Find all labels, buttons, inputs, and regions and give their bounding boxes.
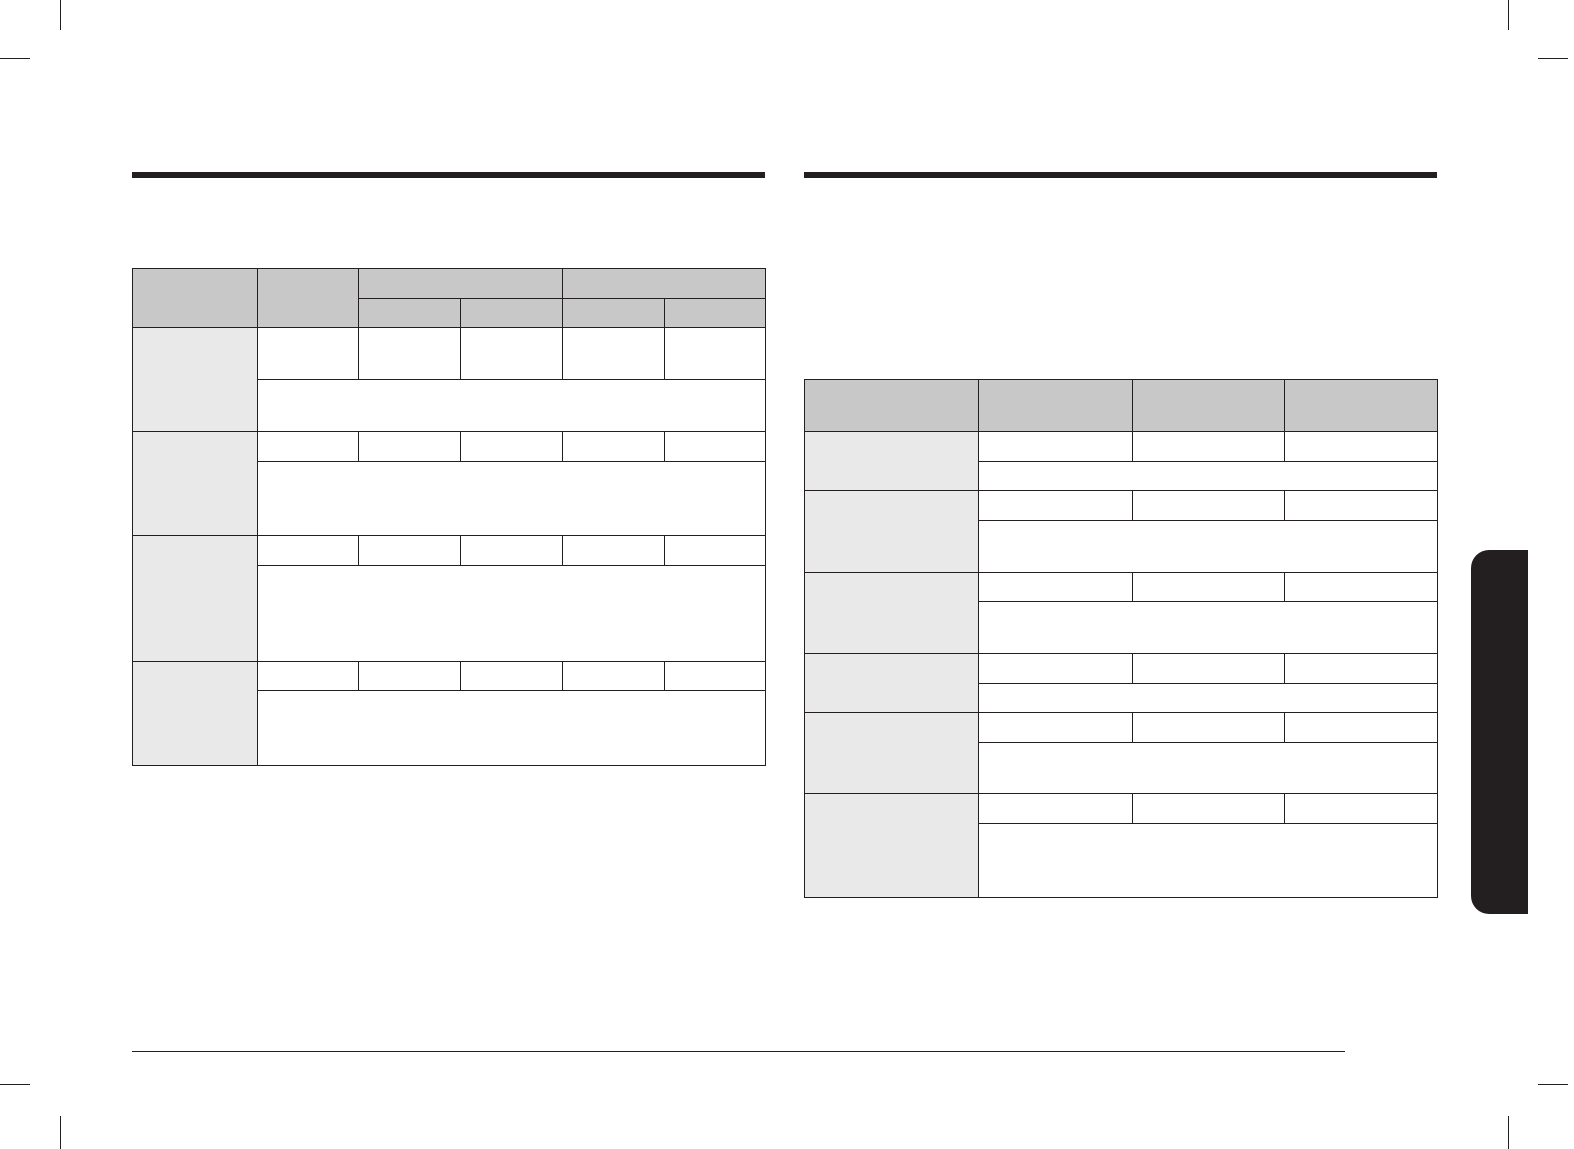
- left-header-col1: [257, 268, 359, 328]
- right-header-col2: [1132, 379, 1285, 432]
- left-spec-table: [132, 268, 766, 766]
- table-cell: [978, 490, 1133, 521]
- crop-mark-bottom-left-v: [60, 1116, 61, 1149]
- left-subheader-b2: [664, 298, 766, 328]
- table-cell: [257, 327, 359, 380]
- left-row-category: [132, 661, 258, 766]
- table-cell: [358, 431, 461, 462]
- left-subheader-b1: [562, 298, 665, 328]
- table-row: [132, 431, 766, 536]
- table-cell: [1132, 572, 1285, 602]
- left-row-category: [132, 327, 258, 432]
- table-row: [804, 653, 1438, 713]
- table-cell: [460, 431, 563, 462]
- table-row: [804, 431, 1438, 491]
- table-row: [804, 572, 1438, 654]
- table-cell: [978, 572, 1133, 602]
- table-cell: [358, 327, 461, 380]
- table-cell: [460, 661, 563, 691]
- table-row: [132, 535, 766, 662]
- table-row: [132, 661, 766, 766]
- right-row-note: [978, 461, 1438, 491]
- table-cell: [978, 793, 1133, 824]
- table-cell: [1284, 793, 1438, 824]
- left-row-category: [132, 431, 258, 536]
- right-row-category: [804, 431, 979, 491]
- right-row-category: [804, 793, 979, 898]
- crop-mark-top-left-v: [60, 0, 61, 30]
- left-subheader-a2: [460, 298, 563, 328]
- table-cell: [562, 535, 665, 566]
- crop-mark-bottom-left-h: [0, 1084, 30, 1085]
- table-cell: [1284, 490, 1438, 521]
- right-row-note: [978, 520, 1438, 573]
- table-cell: [664, 661, 766, 691]
- right-section-rule: [804, 172, 1437, 178]
- table-cell: [1132, 793, 1285, 824]
- table-cell: [358, 661, 461, 691]
- table-cell: [257, 661, 359, 691]
- left-row-note: [257, 690, 766, 766]
- right-row-category: [804, 712, 979, 794]
- table-cell: [664, 327, 766, 380]
- table-cell: [1284, 653, 1438, 684]
- table-cell: [257, 535, 359, 566]
- right-row-note: [978, 683, 1438, 713]
- left-header-group-a: [358, 268, 563, 299]
- table-row: [804, 793, 1438, 898]
- table-cell: [460, 535, 563, 566]
- table-cell: [562, 661, 665, 691]
- right-row-note: [978, 742, 1438, 794]
- left-row-note: [257, 461, 766, 536]
- crop-mark-top-right-h: [1538, 58, 1568, 59]
- table-cell: [358, 535, 461, 566]
- table-cell: [664, 431, 766, 462]
- left-section-rule: [132, 172, 765, 178]
- right-spec-table: [804, 379, 1438, 898]
- table-cell: [460, 327, 563, 380]
- crop-mark-bottom-right-h: [1538, 1084, 1568, 1085]
- right-header-category: [804, 379, 979, 432]
- table-cell: [978, 712, 1133, 743]
- right-row-note: [978, 601, 1438, 654]
- crop-mark-top-right-v: [1508, 0, 1509, 30]
- table-cell: [1132, 431, 1285, 462]
- table-cell: [1284, 572, 1438, 602]
- left-row-note: [257, 565, 766, 662]
- right-row-category: [804, 490, 979, 573]
- crop-mark-bottom-right-v: [1508, 1116, 1509, 1149]
- right-row-category: [804, 572, 979, 654]
- table-row: [804, 490, 1438, 573]
- table-cell: [1132, 653, 1285, 684]
- table-cell: [1132, 490, 1285, 521]
- table-cell: [1284, 712, 1438, 743]
- left-row-note: [257, 379, 766, 432]
- table-cell: [562, 431, 665, 462]
- crop-mark-top-left-h: [0, 58, 30, 59]
- table-cell: [1284, 431, 1438, 462]
- table-cell: [978, 431, 1133, 462]
- left-header-group-b: [562, 268, 766, 299]
- right-header-col1: [978, 379, 1133, 432]
- chapter-side-tab: [1471, 550, 1528, 914]
- table-row: [804, 712, 1438, 794]
- table-cell: [257, 431, 359, 462]
- left-subheader-a1: [358, 298, 461, 328]
- table-row: [132, 327, 766, 432]
- left-header-category: [132, 268, 258, 328]
- left-row-category: [132, 535, 258, 662]
- table-cell: [1132, 712, 1285, 743]
- footer-rule: [132, 1051, 1345, 1052]
- table-cell: [978, 653, 1133, 684]
- right-row-note: [978, 823, 1438, 898]
- right-header-col3: [1284, 379, 1438, 432]
- table-cell: [562, 327, 665, 380]
- right-row-category: [804, 653, 979, 713]
- table-cell: [664, 535, 766, 566]
